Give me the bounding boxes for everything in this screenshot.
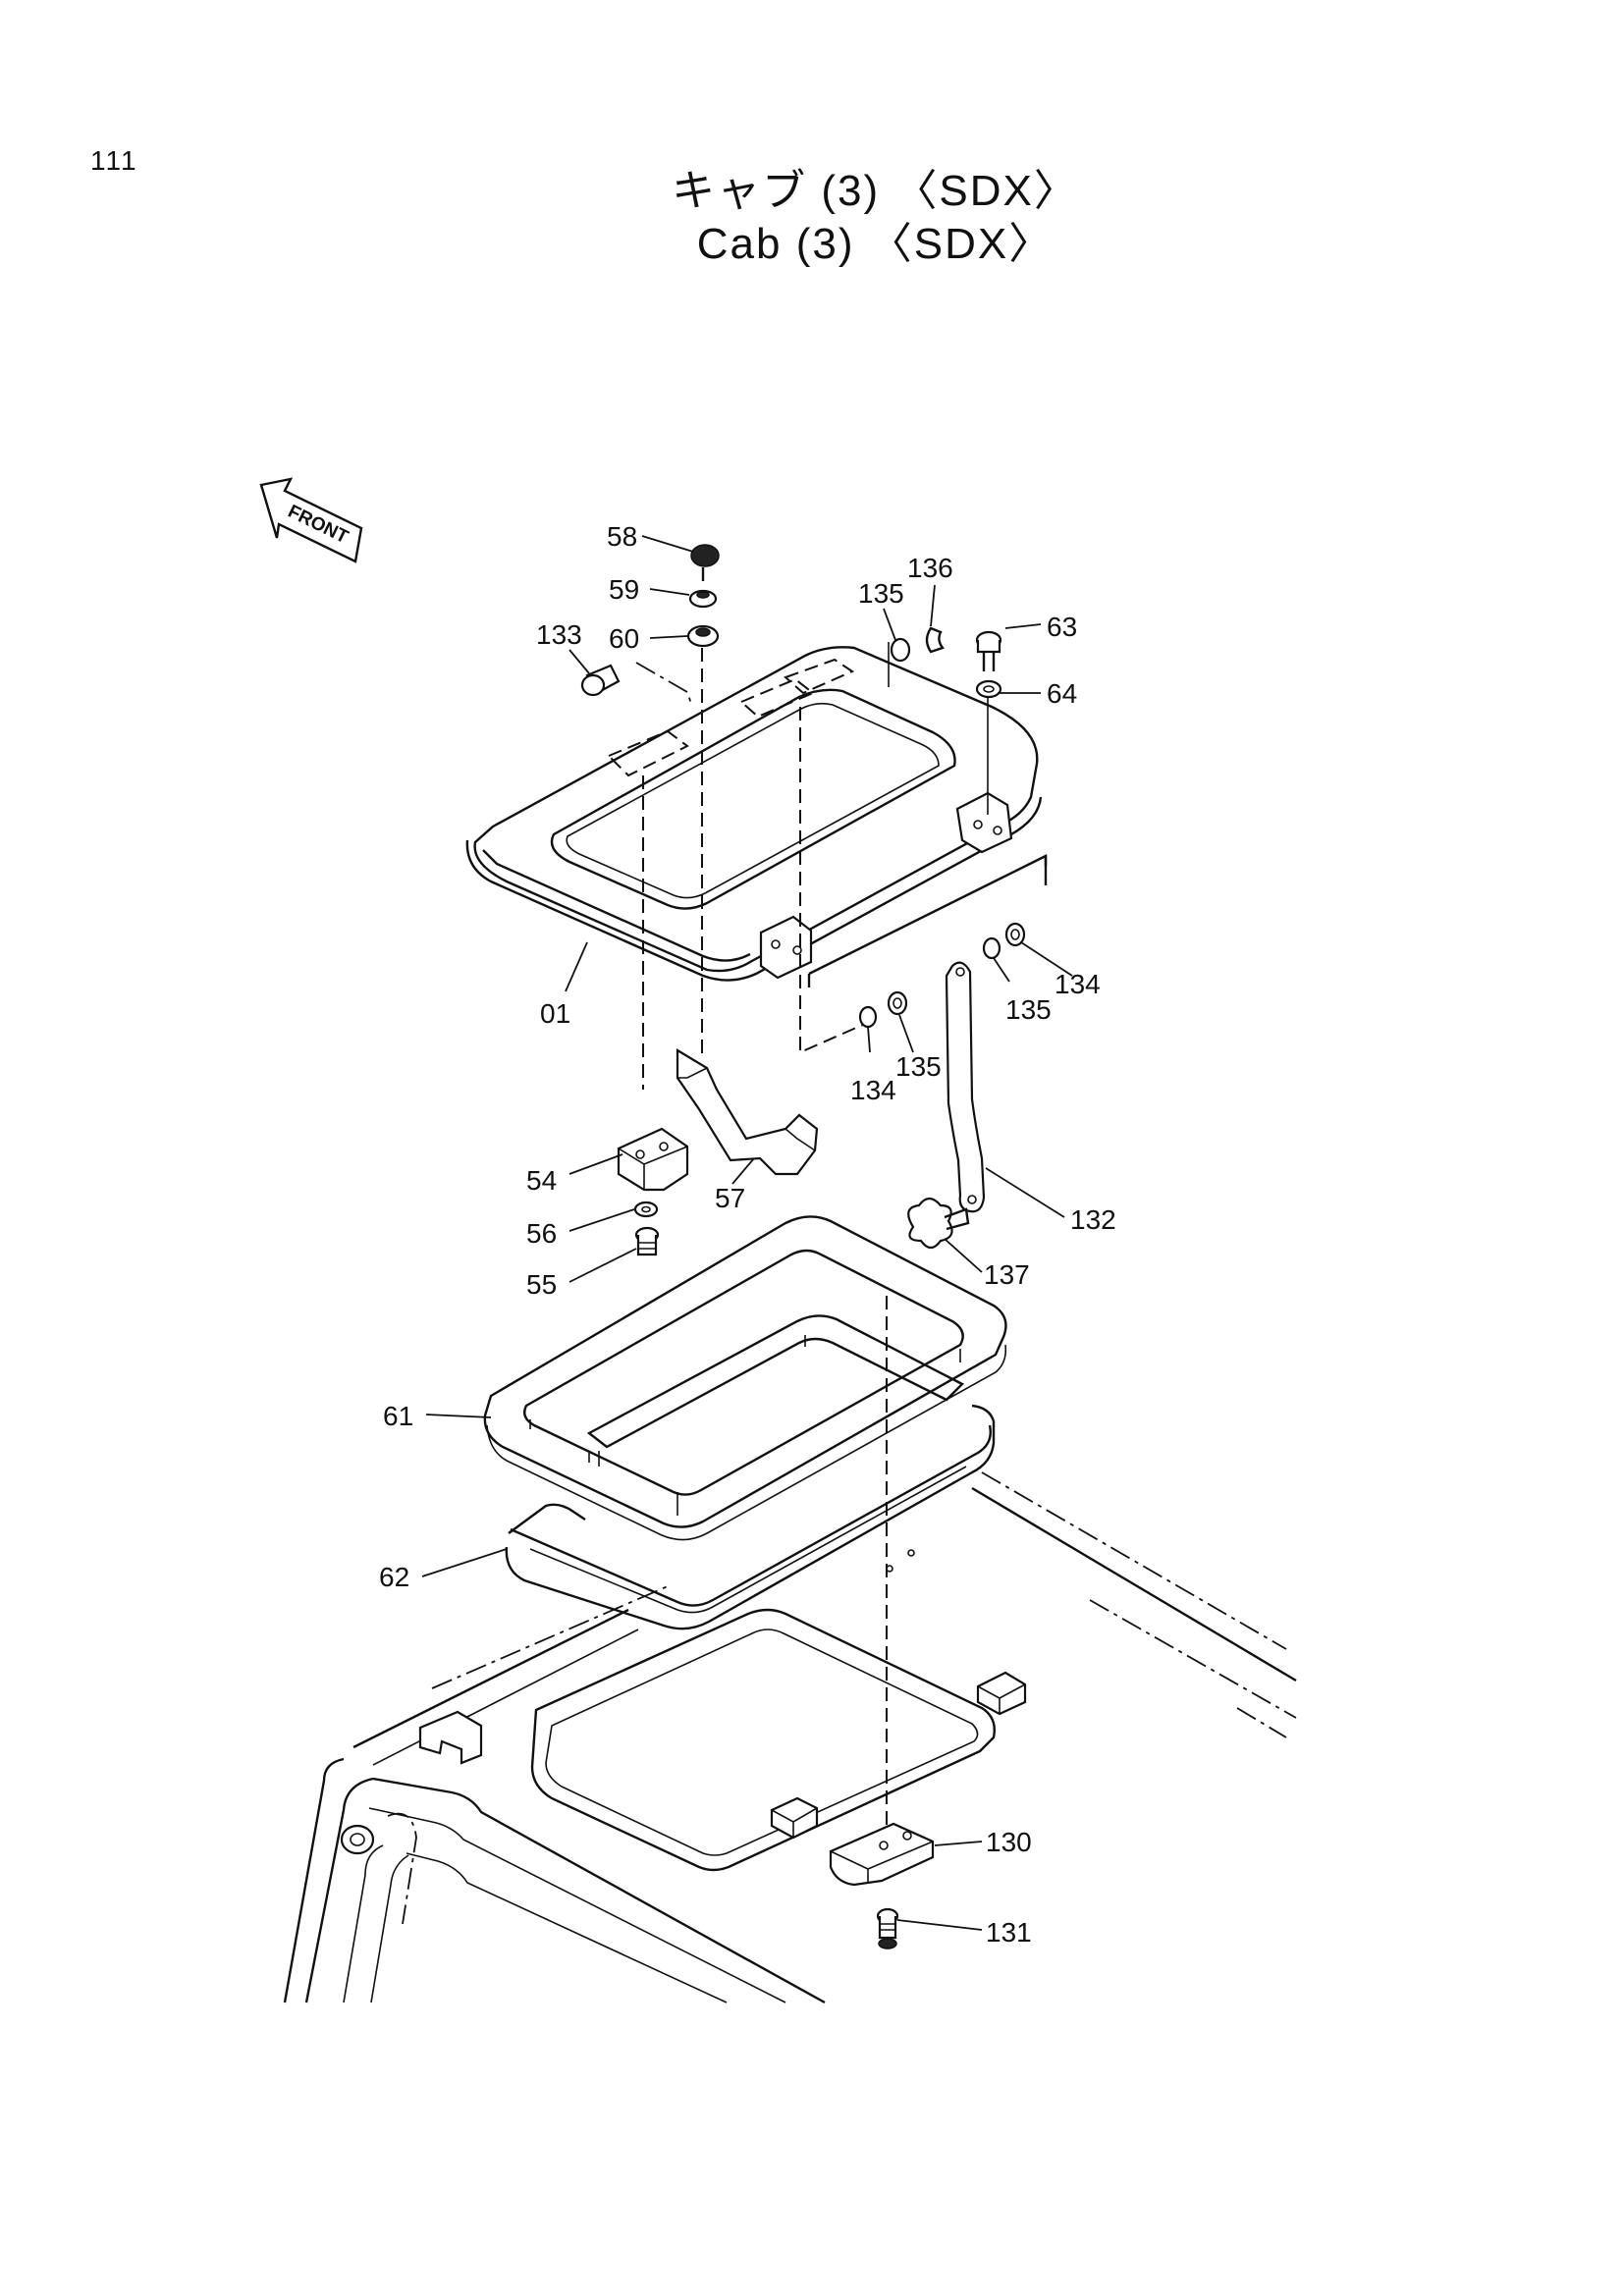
clip-136-part: [925, 626, 945, 654]
title-english: Cab (3) 〈SDX〉: [696, 219, 1055, 268]
callout-63: 63: [1047, 612, 1077, 642]
callout-56: 56: [526, 1218, 557, 1249]
plug-133-part: [580, 664, 621, 697]
page-number: 111: [90, 145, 138, 176]
callout-133: 133: [536, 619, 582, 650]
callout-57: 57: [715, 1183, 745, 1213]
stay-rod-132-part: [945, 961, 986, 1213]
callout-131: 131: [986, 1917, 1032, 1948]
seal-inner-part: [586, 1314, 965, 1467]
callout-130: 130: [986, 1827, 1032, 1857]
knob-137-part: [907, 1197, 970, 1250]
callout-61: 61: [383, 1401, 413, 1431]
washer-56-part: [633, 1201, 659, 1218]
callout-54: 54: [526, 1165, 557, 1196]
washer-set-left-part: [858, 990, 908, 1029]
callout-137: 137: [984, 1259, 1030, 1290]
callout-134-left: 134: [850, 1075, 896, 1105]
title-japanese: キャブ (3) 〈SDX〉: [672, 167, 1079, 215]
callout-136: 136: [907, 553, 953, 583]
seal-62-part: [505, 1404, 996, 1630]
nut-59-part: [688, 589, 718, 609]
callout-60: 60: [609, 623, 639, 654]
callout-132: 132: [1070, 1204, 1116, 1235]
roof-hatch-part: [465, 646, 1043, 982]
washer-64-part: [975, 679, 1002, 699]
cab-frame-part: [283, 1471, 1297, 2004]
latch-block-54-part: [617, 1127, 689, 1192]
front-arrow-icon: FRONT: [259, 477, 363, 563]
callout-58: 58: [607, 521, 637, 552]
callout-135-right: 135: [1005, 994, 1052, 1025]
callout-135-top: 135: [858, 578, 904, 609]
knob-58-part: [690, 544, 720, 581]
callout-01: 01: [540, 998, 570, 1029]
washer-set-right-part: [982, 922, 1026, 960]
title-block: キャブ (3) 〈SDX〉 Cab (3) 〈SDX〉: [0, 165, 1623, 270]
grommet-60-part: [686, 624, 720, 648]
handle-57-part: [676, 1048, 819, 1176]
callout-55: 55: [526, 1269, 557, 1300]
callout-135-left: 135: [895, 1051, 942, 1082]
callout-64: 64: [1047, 678, 1077, 709]
callout-59: 59: [609, 574, 639, 605]
seal-61-part: [483, 1215, 1007, 1541]
screw-55-part: [634, 1226, 660, 1256]
washer-135-top-part: [890, 637, 911, 663]
callout-62: 62: [379, 1562, 409, 1592]
bolt-63-part: [975, 630, 1002, 671]
callout-134-right: 134: [1055, 969, 1101, 999]
